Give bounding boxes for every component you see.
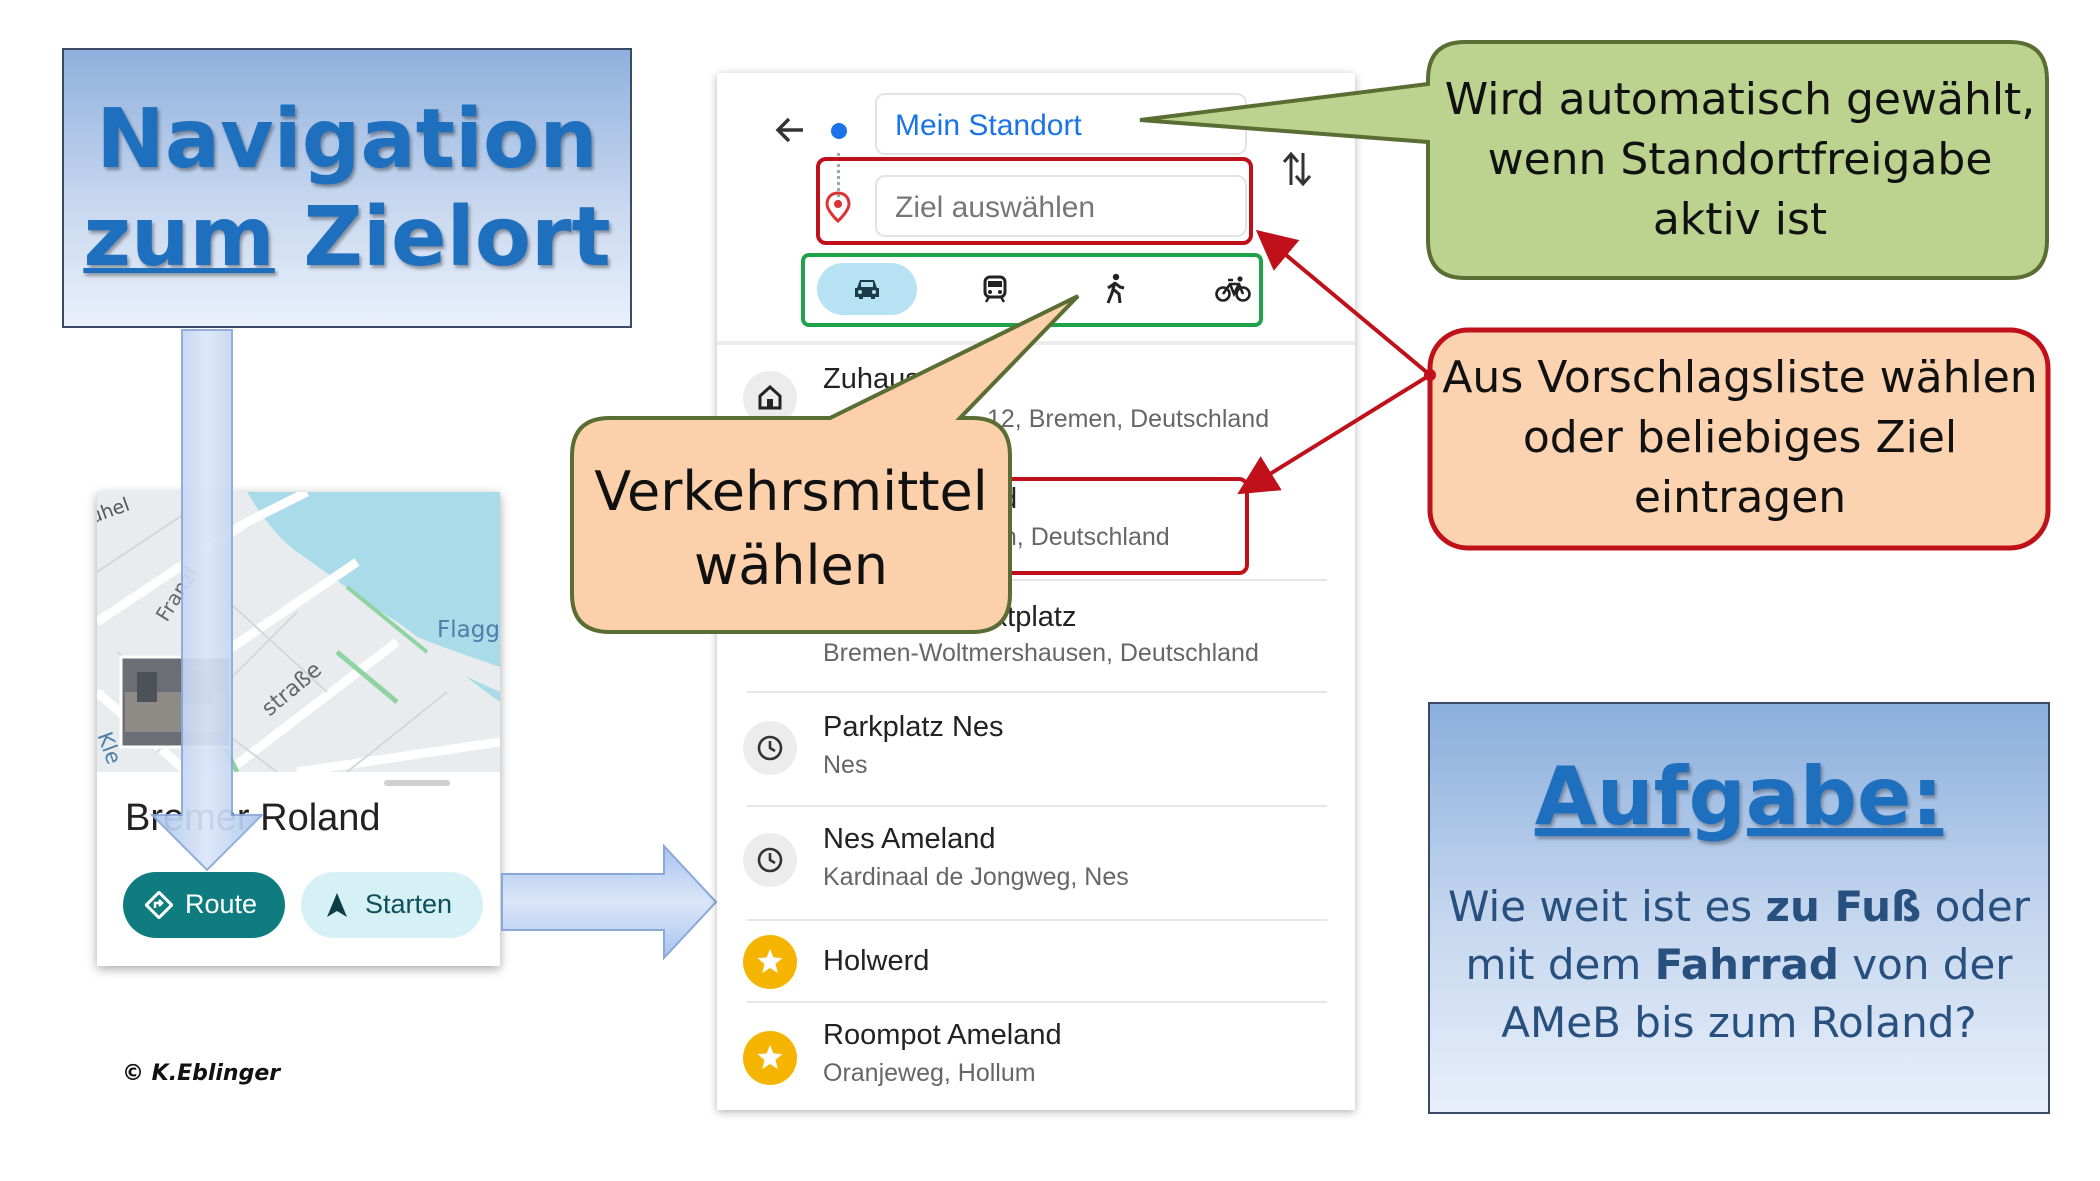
swap-icon[interactable] bbox=[1281, 149, 1313, 189]
list-item-subtitle: Bremen-Woltmershausen, Deutschland bbox=[823, 639, 1259, 667]
list-item-subtitle: Nes bbox=[823, 751, 868, 779]
destination-pin-icon bbox=[825, 191, 851, 223]
back-arrow-icon[interactable] bbox=[773, 113, 807, 147]
map-label-flagg: Flagg bbox=[437, 617, 500, 643]
suggestions-callout-line: eintragen bbox=[1633, 472, 1847, 523]
list-divider bbox=[747, 919, 1327, 921]
title-line-2-rest: Zielort bbox=[274, 190, 611, 285]
start-navigation-button[interactable]: Starten bbox=[301, 872, 483, 938]
transport-callout-line: Verkehrsmittel bbox=[594, 460, 988, 523]
right-arrow bbox=[501, 843, 718, 961]
sheet-grab-handle[interactable] bbox=[384, 780, 450, 786]
task-emphasis-walk: zu Fuß bbox=[1765, 882, 1922, 931]
map-view[interactable]: Franzi Flagg straße Kle uhel bbox=[97, 492, 500, 777]
mode-bike-button[interactable] bbox=[1183, 263, 1283, 315]
pointer-to-suggestion bbox=[1237, 373, 1432, 495]
list-item[interactable]: Roompot Ameland Oranjeweg, Hollum bbox=[717, 1003, 1355, 1110]
list-item[interactable]: Parkplatz Nes Nes bbox=[717, 693, 1355, 805]
history-icon bbox=[743, 833, 797, 887]
bike-icon bbox=[1215, 276, 1251, 302]
list-item-title: Nes Ameland bbox=[823, 823, 996, 855]
list-item[interactable]: Nes Ameland Kardinaal de Jongweg, Nes bbox=[717, 807, 1355, 919]
my-location-dot-icon bbox=[831, 123, 847, 139]
task-line-1: Wie weit ist es zu Fuß oder bbox=[1430, 882, 2048, 931]
task-box: Aufgabe: Wie weit ist es zu Fuß oder mit… bbox=[1428, 702, 2050, 1114]
list-divider bbox=[747, 805, 1327, 807]
list-item-subtitle: Kardinaal de Jongweg, Nes bbox=[823, 863, 1129, 891]
transport-callout-shape bbox=[570, 294, 1080, 634]
transport-callout-line: wählen bbox=[694, 534, 888, 597]
list-divider bbox=[747, 691, 1327, 693]
star-icon bbox=[743, 1031, 797, 1085]
navigation-arrow-icon bbox=[327, 893, 347, 917]
train-icon bbox=[983, 275, 1007, 303]
directions-icon bbox=[145, 891, 173, 919]
walk-icon bbox=[1106, 273, 1125, 304]
list-item-title: Roompot Ameland bbox=[823, 1019, 1062, 1051]
list-item[interactable]: Holwerd bbox=[717, 921, 1355, 1001]
list-divider bbox=[747, 579, 1327, 581]
down-arrow bbox=[149, 329, 265, 872]
task-emphasis-bike: Fahrrad bbox=[1654, 940, 1839, 989]
car-icon bbox=[855, 280, 879, 299]
start-button-label: Starten bbox=[365, 889, 453, 919]
mode-car-button[interactable] bbox=[817, 263, 917, 315]
list-item-subtitle: en, Deutschland bbox=[989, 523, 1170, 551]
title-line-1: Navigation bbox=[96, 92, 598, 187]
route-connector bbox=[837, 153, 843, 203]
task-text: mit dem bbox=[1465, 940, 1655, 989]
destination-highlight-frame bbox=[816, 157, 1253, 245]
task-line-2: mit dem Fahrrad von der bbox=[1430, 940, 2048, 989]
task-text: Wie weit ist es bbox=[1447, 882, 1766, 931]
map-graphic bbox=[97, 492, 500, 777]
star-icon bbox=[743, 935, 797, 989]
suggestions-callout-line: oder beliebiges Ziel bbox=[1522, 412, 1958, 463]
title-box: Navigation zum Zielort bbox=[62, 48, 632, 328]
copyright-credit: © K.Eblinger bbox=[122, 1061, 281, 1086]
history-icon bbox=[743, 721, 797, 775]
location-callout-line: aktiv ist bbox=[1652, 194, 1828, 245]
suggestions-callout-shape bbox=[1427, 327, 2051, 551]
suggestions-callout-line: Aus Vorschlagsliste wählen bbox=[1442, 352, 2038, 403]
route-button[interactable]: Route bbox=[123, 872, 285, 938]
place-card: Franzi Flagg straße Kle uhel Bremer Rola… bbox=[97, 492, 500, 966]
location-callout-line: wenn Standortfreigabe bbox=[1487, 134, 1993, 185]
location-callout-line: Wird automatisch gewählt, bbox=[1444, 74, 2036, 125]
list-item-title: Parkplatz Nes bbox=[823, 711, 1004, 743]
header-divider bbox=[717, 341, 1355, 345]
mode-walk-button[interactable] bbox=[1065, 263, 1165, 315]
list-item-subtitle: Oranjeweg, Hollum bbox=[823, 1059, 1036, 1087]
list-item-subtitle: 12, Bremen, Deutschland bbox=[987, 405, 1270, 433]
destination-input[interactable]: Ziel auswählen bbox=[875, 175, 1247, 237]
task-line-3: AMeB bis zum Roland? bbox=[1501, 998, 1977, 1047]
task-text: oder bbox=[1921, 882, 2031, 931]
list-item[interactable]: rktplatz Bremen-Woltmershausen, Deutschl… bbox=[717, 581, 1355, 693]
title-line-2: zum Zielort bbox=[64, 190, 630, 285]
location-callout-shape bbox=[1139, 40, 2049, 280]
transport-callout: Verkehrsmittel wählen bbox=[572, 455, 1010, 603]
list-item-title: Holwerd bbox=[823, 945, 930, 977]
pointer-to-destination bbox=[1255, 229, 1432, 377]
list-divider bbox=[747, 1001, 1327, 1003]
route-button-label: Route bbox=[185, 889, 258, 919]
location-callout: Wird automatisch gewählt, wenn Standortf… bbox=[1440, 70, 2040, 250]
task-title: Aufgabe: bbox=[1534, 750, 1944, 843]
task-text: von der bbox=[1838, 940, 2013, 989]
pointer-origin-dot bbox=[1424, 369, 1436, 381]
title-underlined-word: zum bbox=[83, 190, 275, 285]
suggestions-callout: Aus Vorschlagsliste wählen oder beliebig… bbox=[1436, 348, 2044, 528]
mode-transit-button[interactable] bbox=[945, 263, 1045, 315]
